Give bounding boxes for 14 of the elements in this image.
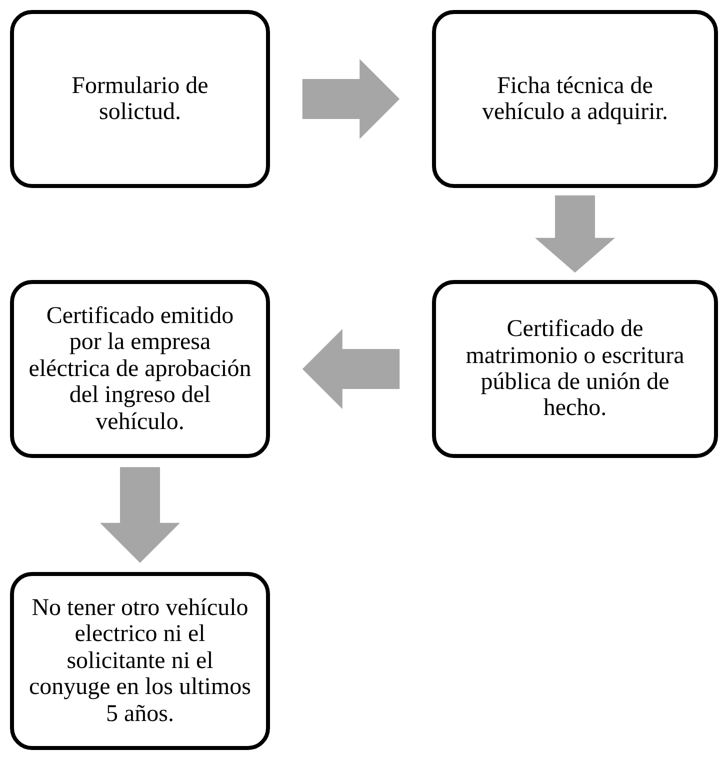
box-text: Certificado emitido por la empresa eléctrica de aprobación del ingreso del vehículo. (28, 303, 252, 435)
box-text: Ficha técnica de vehículo a adquirir. (481, 72, 669, 126)
box-text: No tener otro vehículo electrico ni el solicitante ni el conyuge en los ultimos 5 años. (28, 595, 252, 727)
block-arrow (535, 195, 615, 273)
box-text: Certificado de matrimonio o escritura pública de unión de hecho. (464, 316, 686, 422)
process-box (10, 10, 270, 188)
process-box (10, 280, 270, 458)
process-box (10, 572, 270, 750)
block-arrow (302, 59, 400, 139)
block-arrow (100, 467, 180, 563)
block-arrow (302, 329, 400, 409)
process-box (432, 280, 718, 458)
box-text: Formulario de solictud. (70, 72, 210, 126)
process-box (432, 10, 718, 188)
